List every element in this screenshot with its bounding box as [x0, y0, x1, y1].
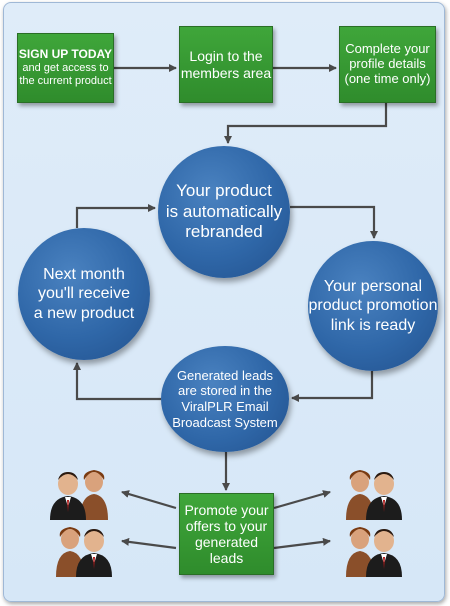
- login-line2: members area: [180, 64, 272, 81]
- leads-line4: Broadcast System: [172, 414, 278, 430]
- leads-line3: ViralPLR Email: [181, 399, 269, 414]
- leads-line1: Generated leads: [176, 367, 274, 383]
- profile-line3: (one time only): [344, 70, 431, 86]
- arrow-promote-to-people-top-left: [121, 490, 177, 510]
- next-month-line3: a new product: [33, 304, 135, 322]
- arrow-leads-to-nextmonth: [73, 362, 161, 401]
- signup-line3: the current product: [19, 74, 112, 87]
- rebranded-circle: Your product is automatically rebranded: [158, 146, 290, 278]
- arrow-promote-to-people-bottom-left: [121, 537, 177, 550]
- business-people-icon: [50, 470, 108, 520]
- arrow-promote-to-people-top-right: [273, 490, 331, 510]
- promo-link-circle: Your personal product promotion link is …: [308, 241, 438, 371]
- rebranded-line1: Your product: [176, 181, 272, 201]
- next-month-line1: Next month: [43, 266, 125, 284]
- profile-box: Complete your profile details (one time …: [339, 26, 436, 103]
- next-month-line2: you'll receive: [38, 285, 130, 303]
- leads-line2: are stored in the: [178, 383, 272, 399]
- rebranded-line2: is automatically: [165, 201, 283, 221]
- promo-link-line2: product promotion: [308, 297, 438, 315]
- profile-line2: profile details: [349, 56, 426, 72]
- profile-line1: Complete your: [345, 41, 430, 57]
- promo-link-line1: Your personal: [323, 278, 423, 296]
- arrow-promo-to-leads: [291, 371, 374, 402]
- arrow-nextmonth-to-rebranded: [75, 204, 156, 228]
- login-box: Login to the members area: [179, 26, 273, 103]
- promote-line4: leads: [209, 550, 244, 567]
- business-people-icon: [346, 470, 402, 520]
- next-month-circle: Next month you'll receive a new product: [18, 228, 150, 360]
- business-people-icon: [56, 527, 112, 577]
- signup-box: SIGN UP TODAY and get access to the curr…: [17, 33, 114, 103]
- login-line1: Login to the: [189, 48, 263, 65]
- promo-link-line3: link is ready: [330, 316, 416, 334]
- promote-box: Promote your offers to your generated le…: [179, 493, 274, 575]
- signup-line2: and get access to: [22, 62, 109, 75]
- promote-line2: offers to your: [185, 517, 268, 534]
- business-people-icon: [346, 527, 402, 577]
- leads-circle: Generated leads are stored in the ViralP…: [161, 346, 289, 452]
- promote-line3: generated: [194, 534, 259, 550]
- rebranded-line3: rebranded: [185, 222, 263, 242]
- promote-line1: Promote your: [184, 501, 269, 518]
- arrow-promote-to-people-bottom-right: [273, 537, 331, 550]
- arrow-rebranded-to-promo: [290, 205, 378, 239]
- signup-title: SIGN UP TODAY: [18, 47, 113, 62]
- arrow-profile-to-rebranded: [224, 101, 388, 144]
